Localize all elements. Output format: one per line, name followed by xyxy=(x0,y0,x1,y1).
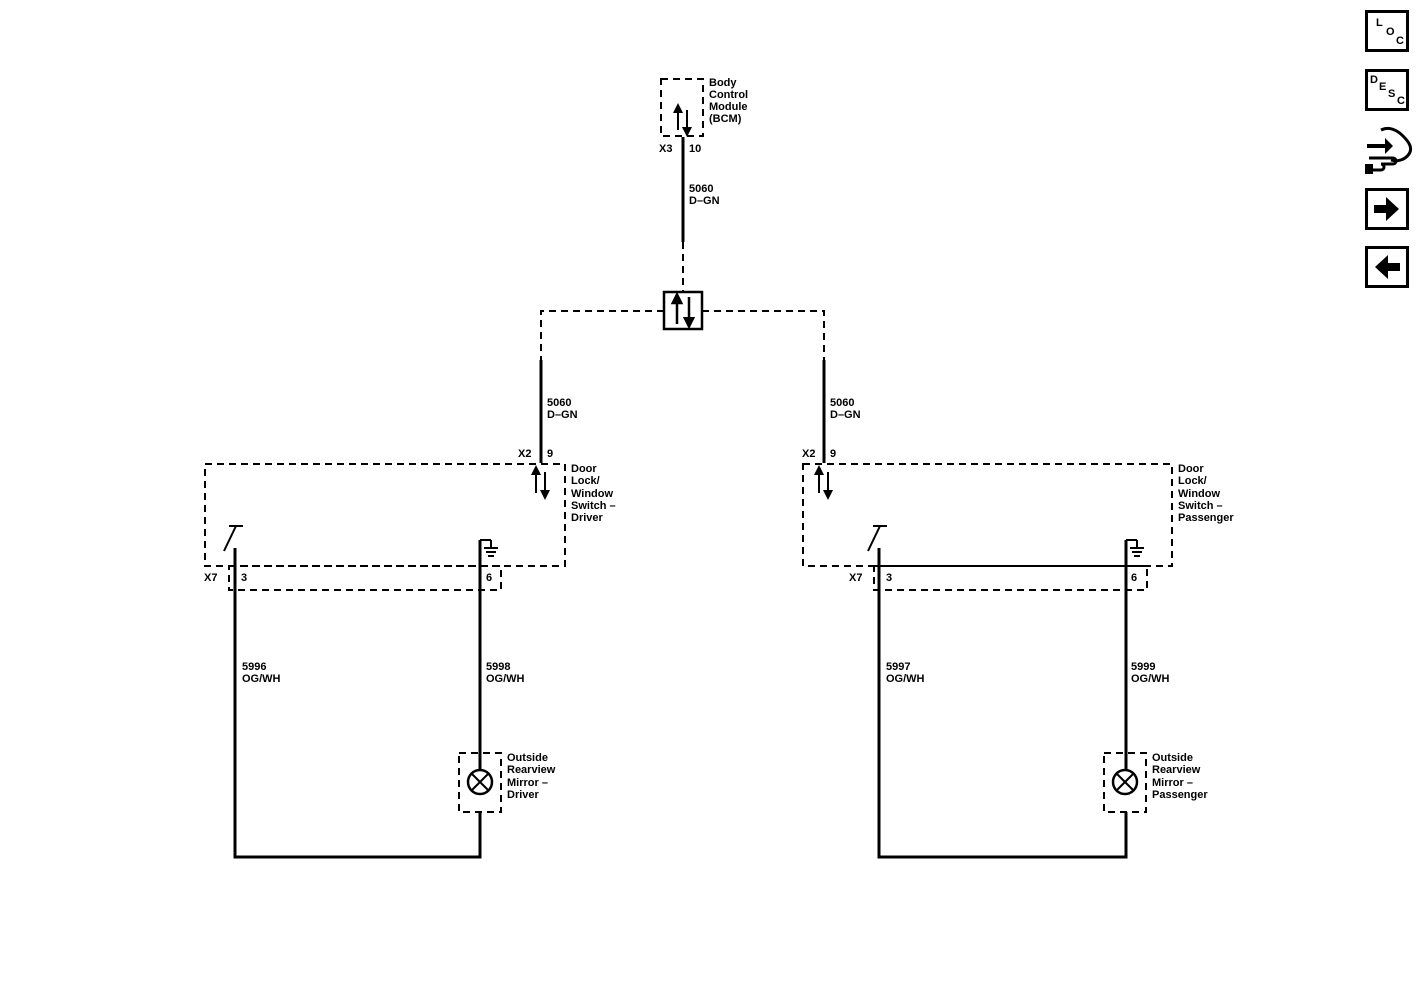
switch-contact-icon xyxy=(223,525,243,590)
passenger-out-pin: 6 xyxy=(1131,572,1137,584)
bidirectional-data-icon xyxy=(814,465,833,500)
bidirectional-data-icon xyxy=(673,103,692,137)
arrow-right-icon xyxy=(1374,197,1399,221)
lamp-icon xyxy=(1111,768,1139,796)
driver-mirror-box xyxy=(458,752,502,813)
passenger-mirror-label-line: Outside xyxy=(1152,752,1193,764)
bcm-label-line: Body xyxy=(709,77,737,89)
wire-color-label: OG/WH xyxy=(1131,673,1170,685)
passenger-switch-in-pin: 9 xyxy=(830,448,836,460)
bcm-label-line: (BCM) xyxy=(709,113,742,125)
driver-switch-label-line: Window xyxy=(571,488,613,500)
driver-switch-box xyxy=(204,463,566,567)
wire-color-label: OG/WH xyxy=(242,673,281,685)
driver-mirror-label-line: Mirror – xyxy=(507,777,548,789)
ground-icon xyxy=(478,539,498,590)
passenger-mirror-box xyxy=(1103,752,1147,813)
connector-hand-icon xyxy=(1365,126,1413,174)
driver-out-pin: 3 xyxy=(241,572,247,584)
passenger-x7-connector xyxy=(873,565,1148,591)
bcm-pin-label: 10 xyxy=(689,143,701,155)
desc-icon-letter: S xyxy=(1388,88,1396,100)
driver-mirror-label-line: Rearview xyxy=(507,764,556,776)
loc-icon-letter: C xyxy=(1396,35,1404,47)
desc-icon-letter: D xyxy=(1370,74,1378,86)
driver-door-switch[interactable]: X2 9 Door Lock/ Window Switch – Driver X… xyxy=(204,448,616,591)
wire-circuit-label: 5997 xyxy=(886,661,910,673)
passenger-switch-label-line: Door xyxy=(1178,463,1204,475)
bcm-connector-label: X3 xyxy=(659,143,672,155)
driver-mirror-lamp[interactable]: Outside Rearview Mirror – Driver xyxy=(458,752,556,813)
lamp-icon xyxy=(466,768,494,796)
bidirectional-data-icon xyxy=(670,291,696,330)
desc-button[interactable]: D E S C xyxy=(1365,69,1409,111)
wire-bcm-to-splice[interactable]: 5060 D–GN xyxy=(681,137,720,292)
passenger-mirror-lamp[interactable]: Outside Rearview Mirror – Passenger xyxy=(1103,752,1208,813)
passenger-switch-in-connector: X2 xyxy=(802,448,815,460)
driver-out-connector: X7 xyxy=(204,572,217,584)
wire-circuit-label: 5999 xyxy=(1131,661,1155,673)
driver-out-pin: 6 xyxy=(486,572,492,584)
driver-mirror-label-line: Outside xyxy=(507,752,548,764)
passenger-switch-box xyxy=(802,463,1173,567)
wire-color-label: D–GN xyxy=(689,195,720,207)
wire-circuit-label: 5060 xyxy=(830,397,854,409)
passenger-switch-label-line: Passenger xyxy=(1178,512,1234,524)
passenger-mirror-label-line: Passenger xyxy=(1152,789,1208,801)
connector-button[interactable] xyxy=(1363,124,1413,178)
driver-mirror-label-line: Driver xyxy=(507,789,540,801)
bcm-box xyxy=(660,78,704,137)
wire-color-label: OG/WH xyxy=(486,673,525,685)
wire-passenger-return[interactable]: 5997 OG/WH xyxy=(877,590,1128,859)
passenger-out-pin: 3 xyxy=(886,572,892,584)
loc-icon-letter: L xyxy=(1376,17,1383,29)
desc-icon-letter: C xyxy=(1397,95,1405,107)
data-bus-dashed xyxy=(540,310,825,392)
desc-icon-letter: E xyxy=(1379,81,1387,93)
back-button[interactable] xyxy=(1365,246,1409,288)
driver-x7-connector xyxy=(228,565,502,591)
driver-switch-label-line: Driver xyxy=(571,512,604,524)
bcm-label-line: Control xyxy=(709,89,748,101)
loc-button[interactable]: L O C xyxy=(1365,10,1409,52)
passenger-switch-label-line: Lock/ xyxy=(1178,475,1207,487)
arrow-left-icon xyxy=(1375,255,1400,279)
wire-splice-to-passenger[interactable]: 5060 D–GN xyxy=(822,360,861,463)
wire-splice-to-driver[interactable]: 5060 D–GN xyxy=(539,360,578,463)
bcm-label-line: Module xyxy=(709,101,748,113)
driver-switch-in-connector: X2 xyxy=(518,448,531,460)
wire-circuit-label: 5060 xyxy=(547,397,571,409)
wire-driver-return[interactable]: 5996 OG/WH xyxy=(233,590,482,859)
passenger-switch-label-line: Window xyxy=(1178,488,1220,500)
passenger-out-connector: X7 xyxy=(849,572,862,584)
bidirectional-data-icon xyxy=(531,465,550,500)
data-splice[interactable] xyxy=(662,290,704,331)
passenger-mirror-label-line: Mirror – xyxy=(1152,777,1193,789)
loc-icon-letter: O xyxy=(1386,26,1395,38)
wire-color-label: D–GN xyxy=(830,409,861,421)
driver-switch-label-line: Lock/ xyxy=(571,475,600,487)
wire-color-label: OG/WH xyxy=(886,673,925,685)
wire-color-label: D–GN xyxy=(547,409,578,421)
passenger-switch-label-line: Switch – xyxy=(1178,500,1223,512)
passenger-door-switch[interactable]: X2 9 Door Lock/ Window Switch – Passenge… xyxy=(802,448,1234,591)
wire-driver-mirror[interactable]: 5998 OG/WH xyxy=(478,590,525,770)
next-button[interactable] xyxy=(1365,188,1409,230)
driver-switch-label-line: Switch – xyxy=(571,500,616,512)
driver-switch-label-line: Door xyxy=(571,463,597,475)
driver-switch-in-pin: 9 xyxy=(547,448,553,460)
switch-contact-icon xyxy=(867,525,887,590)
bcm-module[interactable]: Body Control Module (BCM) X3 10 xyxy=(659,77,748,155)
wire-circuit-label: 5060 xyxy=(689,183,713,195)
wire-circuit-label: 5996 xyxy=(242,661,266,673)
wire-passenger-mirror[interactable]: 5999 OG/WH xyxy=(1124,590,1170,770)
passenger-mirror-label-line: Rearview xyxy=(1152,764,1201,776)
wire-circuit-label: 5998 xyxy=(486,661,510,673)
